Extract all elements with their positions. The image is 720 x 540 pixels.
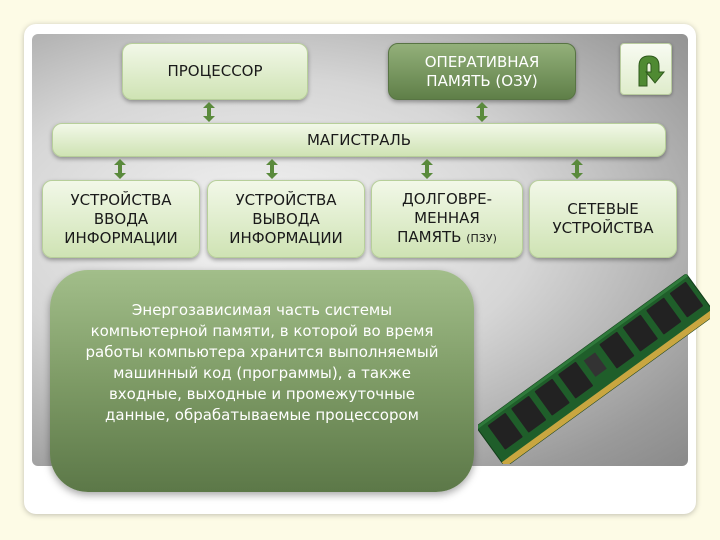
output-devices-line1: УСТРОЙСТВА [235, 190, 337, 209]
double-arrow-icon [114, 159, 126, 179]
input-devices-line3: ИНФОРМАЦИИ [64, 228, 178, 247]
network-devices-box: СЕТЕВЫЕ УСТРОЙСТВА [529, 180, 677, 258]
ram-label-line1: ОПЕРАТИВНАЯ [424, 52, 540, 71]
double-arrow-icon [203, 102, 215, 122]
output-devices-line3: ИНФОРМАЦИИ [229, 228, 343, 247]
longterm-line2: МЕННАЯ [414, 209, 480, 227]
bus-box: МАГИСТРАЛЬ [52, 123, 666, 157]
processor-box: ПРОЦЕССОР [122, 43, 308, 100]
ram-box: ОПЕРАТИВНАЯ ПАМЯТЬ (ОЗУ) [388, 43, 576, 100]
network-line1: СЕТЕВЫЕ [567, 200, 639, 218]
longterm-line3: ПАМЯТЬ (ПЗУ) [397, 228, 497, 248]
back-button[interactable] [620, 43, 672, 95]
double-arrow-icon [266, 159, 278, 179]
longterm-line1: ДОЛГОВРЕ- [402, 190, 492, 208]
return-arrow-icon [638, 55, 666, 87]
longterm-memory-word: ПАМЯТЬ [397, 228, 462, 246]
ram-description: Энергозависимая часть системы компьютерн… [50, 270, 474, 492]
double-arrow-icon [421, 159, 433, 179]
input-devices-line2: ВВОДА [93, 209, 149, 228]
output-devices-box: УСТРОЙСТВА ВЫВОДА ИНФОРМАЦИИ [207, 180, 365, 258]
longterm-memory-box: ДОЛГОВРЕ- МЕННАЯ ПАМЯТЬ (ПЗУ) [371, 180, 523, 258]
double-arrow-icon [571, 159, 583, 179]
ram-label-line2: ПАМЯТЬ (ОЗУ) [426, 71, 538, 90]
longterm-rom-abbr: (ПЗУ) [466, 232, 497, 245]
network-line2: УСТРОЙСТВА [552, 219, 654, 237]
input-devices-box: УСТРОЙСТВА ВВОДА ИНФОРМАЦИИ [42, 180, 200, 258]
bus-label: МАГИСТРАЛЬ [306, 130, 412, 149]
ram-module-icon [478, 273, 710, 464]
processor-label: ПРОЦЕССОР [167, 62, 263, 80]
output-devices-line2: ВЫВОДА [252, 209, 320, 228]
input-devices-line1: УСТРОЙСТВА [70, 190, 172, 209]
double-arrow-icon [476, 102, 488, 122]
